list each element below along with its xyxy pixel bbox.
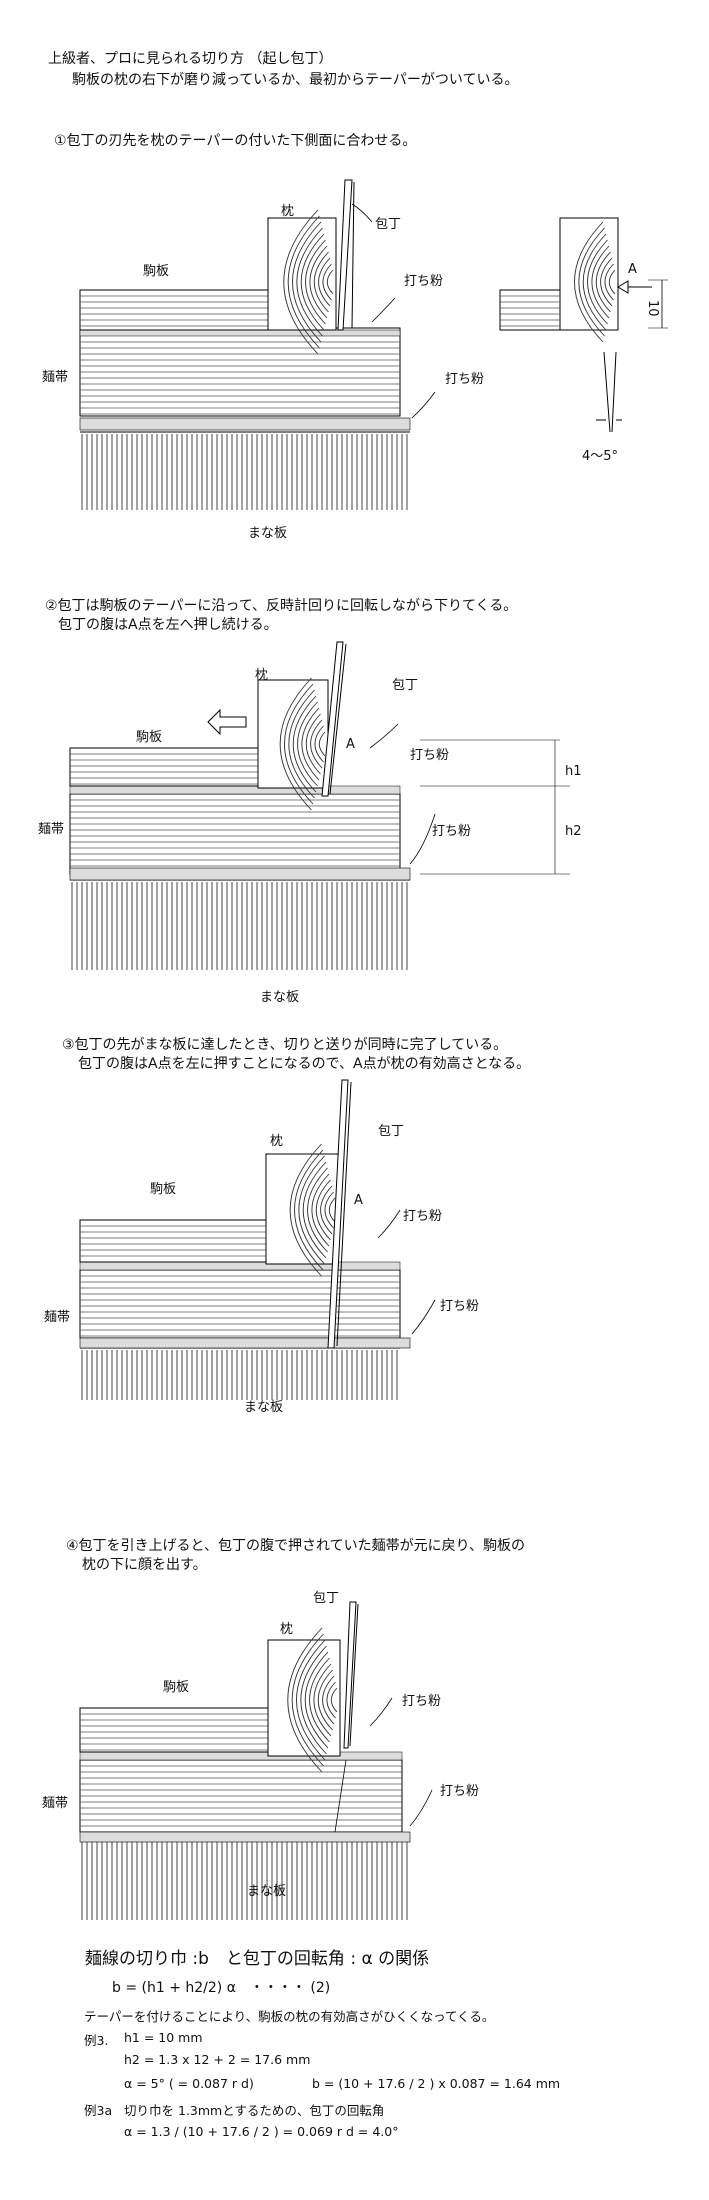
label-komaita: 駒板 <box>136 730 163 745</box>
example3a-text: 切り巾を 1.3mmとするための、包丁の回転角 <box>124 2103 385 2118</box>
label-komaita: 駒板 <box>143 264 170 279</box>
label-manaita: まな板 <box>260 990 300 1005</box>
example3-h2: h2 = 1.3 x 12 + 2 = 17.6 mm <box>124 2052 311 2067</box>
label-makura: 枕 <box>280 1622 294 1637</box>
label-point-a: A <box>354 1193 363 1208</box>
step4-diagram <box>79 1601 433 1920</box>
label-houchou: 包丁 <box>313 1591 340 1606</box>
label-detail-angle: 4～5° <box>582 449 619 464</box>
label-h2: h2 <box>565 824 582 839</box>
step1-caption: ①包丁の刃先を枕のテーパーの付いた下側面に合わせる。 <box>54 133 417 149</box>
knife-blade <box>321 641 344 797</box>
label-houchou: 包丁 <box>378 1124 405 1139</box>
knife-blade <box>337 179 353 331</box>
step1-diagram <box>79 179 668 510</box>
label-mentai: 麺帯 <box>44 1310 71 1325</box>
page-title: 上級者、プロに見られる切り方 （起し包丁） <box>48 51 333 67</box>
formula-equation: b = (h1 + h2/2) α ・・・・ (2) <box>112 1980 331 1996</box>
label-point-a: A <box>346 737 355 752</box>
step2-caption-1: ②包丁は駒板のテーパーに沿って、反時計回りに回転しながら下りてくる。 <box>45 598 518 614</box>
label-uchiko-top: 打ち粉 <box>402 1694 442 1709</box>
label-makura: 枕 <box>255 668 269 683</box>
example3-alpha: α = 5° ( = 0.087 r d) <box>124 2076 254 2091</box>
label-mentai: 麺帯 <box>42 370 69 385</box>
label-houchou: 包丁 <box>375 217 402 232</box>
makura-guard <box>267 209 337 355</box>
detail-view <box>499 217 668 433</box>
dough-sheet <box>79 327 401 417</box>
left-arrow-icon <box>207 708 247 736</box>
label-uchiko-bottom: 打ち粉 <box>432 824 472 839</box>
label-makura: 枕 <box>270 1134 284 1149</box>
example3a-label: 例3a <box>84 2103 113 2118</box>
knife-blade <box>327 1079 349 1349</box>
cutting-board <box>80 431 410 510</box>
label-h1: h1 <box>565 764 582 779</box>
label-manaita: まな板 <box>248 526 288 541</box>
label-mentai: 麺帯 <box>38 822 65 837</box>
step3-caption-2: 包丁の腹はA点を左に押すことになるので、A点が枕の有効高さとなる。 <box>78 1056 531 1072</box>
label-uchiko-bottom: 打ち粉 <box>445 372 485 387</box>
step4-caption-2: 枕の下に顔を出す。 <box>82 1557 207 1573</box>
label-uchiko-top: 打ち粉 <box>404 274 444 289</box>
step3-caption-1: ③包丁の先がまな板に達したとき、切りと送りが同時に完了している。 <box>62 1037 508 1053</box>
label-detail-a: A <box>628 262 637 277</box>
example3-label: 例3. <box>84 2033 109 2048</box>
step4-caption-1: ④包丁を引き上げると、包丁の腹で押されていた麺帯が元に戻り、駒板の <box>66 1538 526 1554</box>
example3-h1: h1 = 10 mm <box>124 2030 203 2045</box>
label-manaita: まな板 <box>247 1884 287 1899</box>
label-houchou: 包丁 <box>392 678 419 693</box>
flour-layer-top <box>79 329 401 337</box>
label-uchiko-bottom: 打ち粉 <box>440 1299 480 1314</box>
label-uchiko-bottom: 打ち粉 <box>440 1784 480 1799</box>
label-komaita: 駒板 <box>150 1182 177 1197</box>
label-uchiko-top: 打ち粉 <box>410 748 450 763</box>
label-makura: 枕 <box>281 204 295 219</box>
step3-diagram <box>79 1079 436 1400</box>
example3a-equation: α = 1.3 / (10 + 17.6 / 2 ) = 0.069 r d =… <box>124 2124 399 2139</box>
flour-layer-bottom <box>79 417 411 431</box>
knife-blade <box>343 1601 357 1749</box>
step2-caption-2: 包丁の腹はA点を左へ押し続ける。 <box>58 617 278 633</box>
page-subtitle: 駒板の枕の右下が磨り減っているか、最初からテーパーがついている。 <box>72 72 519 88</box>
label-manaita: まな板 <box>244 1400 284 1415</box>
label-mentai: 麺帯 <box>42 1796 69 1811</box>
label-uchiko-top: 打ち粉 <box>403 1209 443 1224</box>
step2-diagram <box>69 641 570 970</box>
formula-heading: 麺線の切り巾 :b と包丁の回転角 : α の関係 <box>85 1949 430 1969</box>
formula-note: テーパーを付けることにより、駒板の枕の有効高さがひくくなってくる。 <box>84 2009 495 2024</box>
label-detail-dim: 10 <box>645 300 660 317</box>
example3-b: b = (10 + 17.6 / 2 ) x 0.087 = 1.64 mm <box>312 2076 561 2091</box>
label-komaita: 駒板 <box>163 1680 190 1695</box>
